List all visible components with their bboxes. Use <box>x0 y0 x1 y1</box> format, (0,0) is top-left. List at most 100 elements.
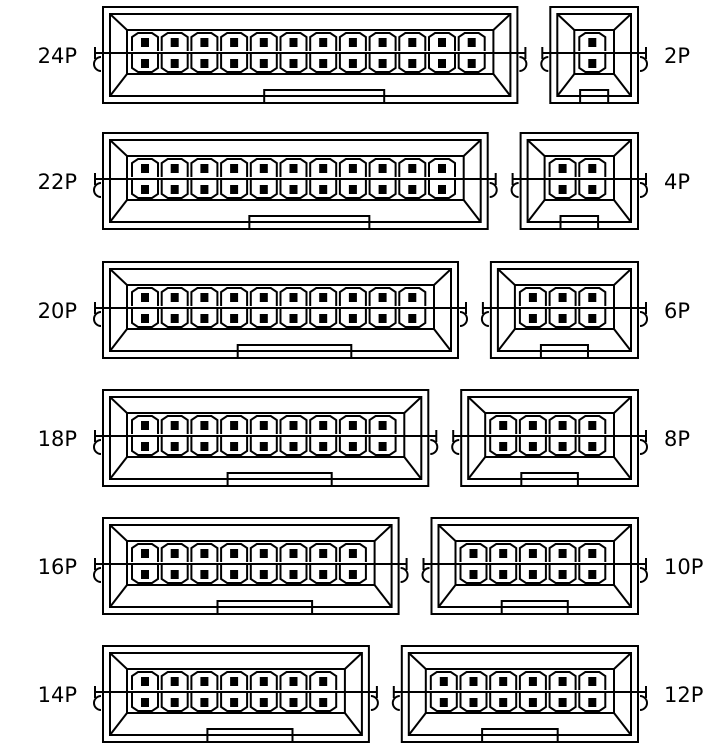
pin-contact <box>558 549 567 558</box>
connector-inner-frame <box>437 524 632 608</box>
connector-outer-frame <box>489 261 639 359</box>
pin <box>338 54 367 73</box>
left-latch <box>93 695 102 711</box>
pin-housing <box>160 180 189 199</box>
pin-housing <box>249 180 278 199</box>
pin-contact <box>588 164 597 173</box>
connector-18p: 18P <box>38 389 439 487</box>
left-latch <box>391 695 400 711</box>
pin-housing <box>338 32 367 51</box>
pin-contact <box>348 421 357 430</box>
pin-contact <box>170 38 179 47</box>
pin <box>578 287 607 306</box>
pin <box>459 693 488 712</box>
pin-contact <box>378 185 387 194</box>
pin-contact <box>200 677 209 686</box>
pin-contact <box>141 314 149 323</box>
pin <box>518 437 547 456</box>
pin-housing <box>548 309 577 328</box>
pin <box>220 180 249 199</box>
pin-housing <box>548 158 577 177</box>
pin-contact <box>230 421 239 430</box>
pin-housing <box>368 32 397 51</box>
pin-contact <box>319 59 328 68</box>
left-latch <box>510 182 519 198</box>
pin-housing <box>309 543 338 562</box>
pin-contact <box>259 442 268 451</box>
pin-housing <box>131 54 159 73</box>
pin-housing <box>190 543 219 562</box>
pin-housing <box>190 671 219 690</box>
pin-housing <box>428 180 456 199</box>
pin <box>160 565 189 584</box>
left-latch <box>480 311 490 327</box>
pin-housing <box>578 158 607 177</box>
pin-housing <box>160 437 189 456</box>
pin <box>279 309 308 328</box>
pin-contact <box>319 677 328 686</box>
pin-contact <box>499 570 508 579</box>
pin <box>548 693 577 712</box>
pin <box>220 415 249 434</box>
pin-housing <box>190 693 219 712</box>
pin <box>368 437 397 456</box>
pin-contact <box>141 38 149 47</box>
pin-contact <box>438 38 446 47</box>
pin-contact <box>289 570 298 579</box>
pin-housing <box>160 565 189 584</box>
pin-count-label: 4P <box>664 170 690 194</box>
pin <box>398 309 427 328</box>
pin-contact <box>230 442 239 451</box>
pin-contact <box>378 442 387 451</box>
pin-housing <box>279 158 308 177</box>
left-latch <box>93 311 102 327</box>
pin <box>548 671 577 690</box>
pin-contact <box>558 570 567 579</box>
corner-line <box>497 268 516 286</box>
pin-contact <box>467 38 476 47</box>
pin-contact <box>348 38 357 47</box>
pin <box>131 693 159 712</box>
connector-inner-frame <box>526 139 632 223</box>
corner-line <box>109 139 128 157</box>
pin <box>249 32 278 51</box>
pin-housing <box>160 543 189 562</box>
pin-housing <box>160 54 189 73</box>
pin <box>190 180 219 199</box>
pin-housing <box>578 32 607 51</box>
corner-line <box>109 13 128 31</box>
corner-line <box>613 139 632 157</box>
connector-inner-frame <box>109 13 512 97</box>
lock-notch <box>579 89 610 103</box>
pin-housing <box>309 158 338 177</box>
pin <box>459 671 488 690</box>
pin <box>338 158 367 177</box>
pin-housing <box>220 54 249 73</box>
pin-contact <box>200 698 209 707</box>
pin <box>279 693 308 712</box>
corner-line <box>613 328 632 352</box>
pin-housing <box>548 671 577 690</box>
pin <box>489 415 518 434</box>
pin <box>548 180 577 199</box>
pin-housing <box>190 309 219 328</box>
left-latch <box>451 439 460 455</box>
pin-housing <box>578 671 607 690</box>
pin-contact <box>289 549 298 558</box>
corner-line <box>613 652 632 670</box>
pin-housing <box>398 180 427 199</box>
connector-16p: 16P <box>38 517 409 615</box>
pin <box>249 543 278 562</box>
left-latch <box>93 567 102 583</box>
pin <box>338 565 367 584</box>
pin-contact <box>438 59 446 68</box>
pin-housing <box>457 32 486 51</box>
pin <box>131 287 159 306</box>
corner-line <box>109 396 128 414</box>
pin-contact <box>230 677 239 686</box>
pin-count-label: 14P <box>38 683 77 707</box>
pin <box>309 565 338 584</box>
connector-2p: 2P <box>540 6 690 104</box>
pin <box>131 32 159 51</box>
